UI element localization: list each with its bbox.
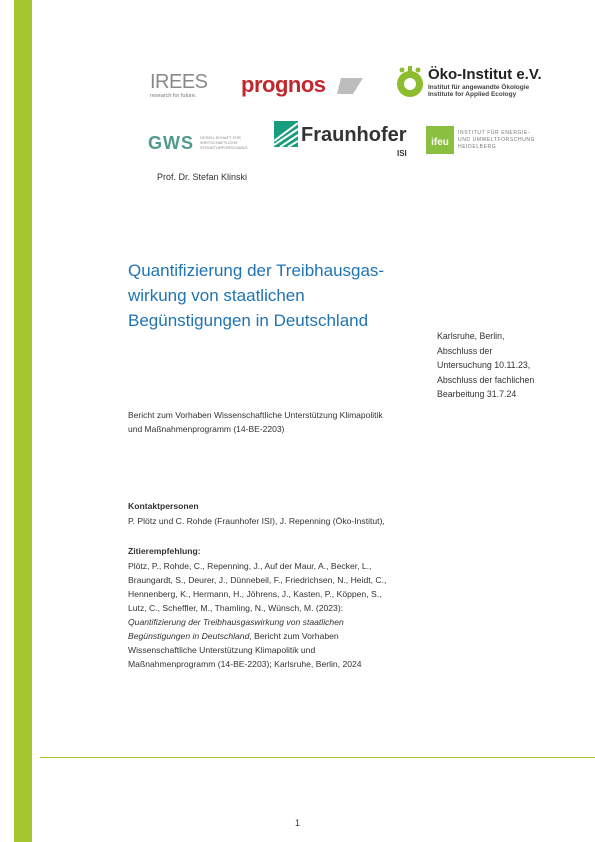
citation-heading: Zitierempfehlung: [128, 546, 201, 556]
meta-line-2: Abschluss der [437, 345, 493, 356]
page-number: 1 [295, 818, 301, 828]
gws-tagline: GESELLSCHAFT FÜR WIRTSCHAFTLICHE STRUKTU… [200, 135, 248, 150]
prognos-logo: prognos [241, 72, 363, 100]
ifeu-line-2: UND UMWELTFORSCHUNG [458, 137, 536, 143]
contacts-heading: Kontaktpersonen [128, 501, 199, 511]
irees-logo: IREES research for future. [150, 72, 212, 99]
report-line-1: Bericht zum Vorhaben Wissenschaftliche U… [128, 410, 383, 420]
oeko-institut-logo: Öko-Institut e.V. Institut für angewandt… [396, 66, 556, 102]
citation-italic-line-1: Quantifizierung der Treibhausgaswirkung … [128, 617, 344, 627]
meta-line-1: Karlsruhe, Berlin, [437, 331, 505, 341]
irees-logo-text: IREES [150, 71, 208, 93]
oeko-line-1: Institut für angewandte Ökologie [428, 84, 530, 91]
oeko-name: Öko-Institut e.V. [428, 66, 542, 83]
fraunhofer-mark-icon [274, 121, 298, 147]
contacts-text: P. Plötz und C. Rohde (Fraunhofer ISI), … [128, 516, 385, 526]
irees-tagline: research for future. [150, 93, 197, 99]
fraunhofer-logo: Fraunhofer ISI [274, 121, 414, 161]
prognos-chevron-icon [337, 78, 363, 94]
citation-line-8: Maßnahmenprogramm (14-BE-2203); Karlsruh… [128, 659, 362, 669]
prognos-logo-text: prognos [241, 72, 326, 97]
ifeu-line-3: HEIDELBERG [458, 144, 497, 150]
ifeu-line-1: INSTITUT FÜR ENERGIE- [458, 130, 531, 136]
citation-line-1: Plötz, P., Rohde, C., Repenning, J., Auf… [128, 561, 372, 571]
meta-line-3: Untersuchung 10.11.23, [437, 360, 531, 370]
meta-line-5: Bearbeitung 31.7.24 [437, 389, 517, 399]
title-line-1: Quantifizierung der Treibhausgas- [128, 261, 385, 280]
fraunhofer-name: Fraunhofer [301, 124, 407, 146]
citation-line-7: Wissenschaftliche Unterstützung Klimapol… [128, 645, 316, 655]
footer-divider [40, 757, 595, 758]
oeko-line-2: Institute for Applied Ecology [428, 91, 517, 98]
left-accent-bar [14, 0, 32, 842]
fraunhofer-unit: ISI [397, 149, 407, 158]
citation-line-2: Braungardt, S., Deurer, J., Dünnebeil, F… [128, 575, 387, 585]
gws-logo-text: GWS [148, 133, 194, 153]
citation-line-4: Lutz, C., Scheffler, M., Thamling, N., W… [128, 603, 344, 613]
ifeu-box: ifeu [426, 126, 454, 154]
oeko-leaf-icon [397, 66, 423, 97]
report-line-2: und Maßnahmenprogramm (14-BE-2203) [128, 424, 285, 434]
gws-logo: GWS GESELLSCHAFT FÜR WIRTSCHAFTLICHE STR… [148, 133, 248, 155]
meta-line-4: Abschluss der fachlichen [437, 374, 535, 385]
ifeu-logo: ifeu INSTITUT FÜR ENERGIE- UND UMWELTFOR… [426, 126, 546, 156]
citation-italic-title-end: Begünstigungen in Deutschland [128, 631, 250, 641]
title-line-3: Begünstigungen in Deutschland [128, 311, 369, 330]
citation-line-6: Begünstigungen in Deutschland, Bericht z… [128, 631, 339, 641]
title-line-2: wirkung von staatlichen [128, 286, 305, 305]
citation-continuation: , Bericht zum Vorhaben [249, 631, 339, 641]
author-name: Prof. Dr. Stefan Klinski [157, 172, 248, 182]
citation-line-3: Hennenberg, K., Hermann, H., Jöhrens, J.… [128, 589, 382, 599]
